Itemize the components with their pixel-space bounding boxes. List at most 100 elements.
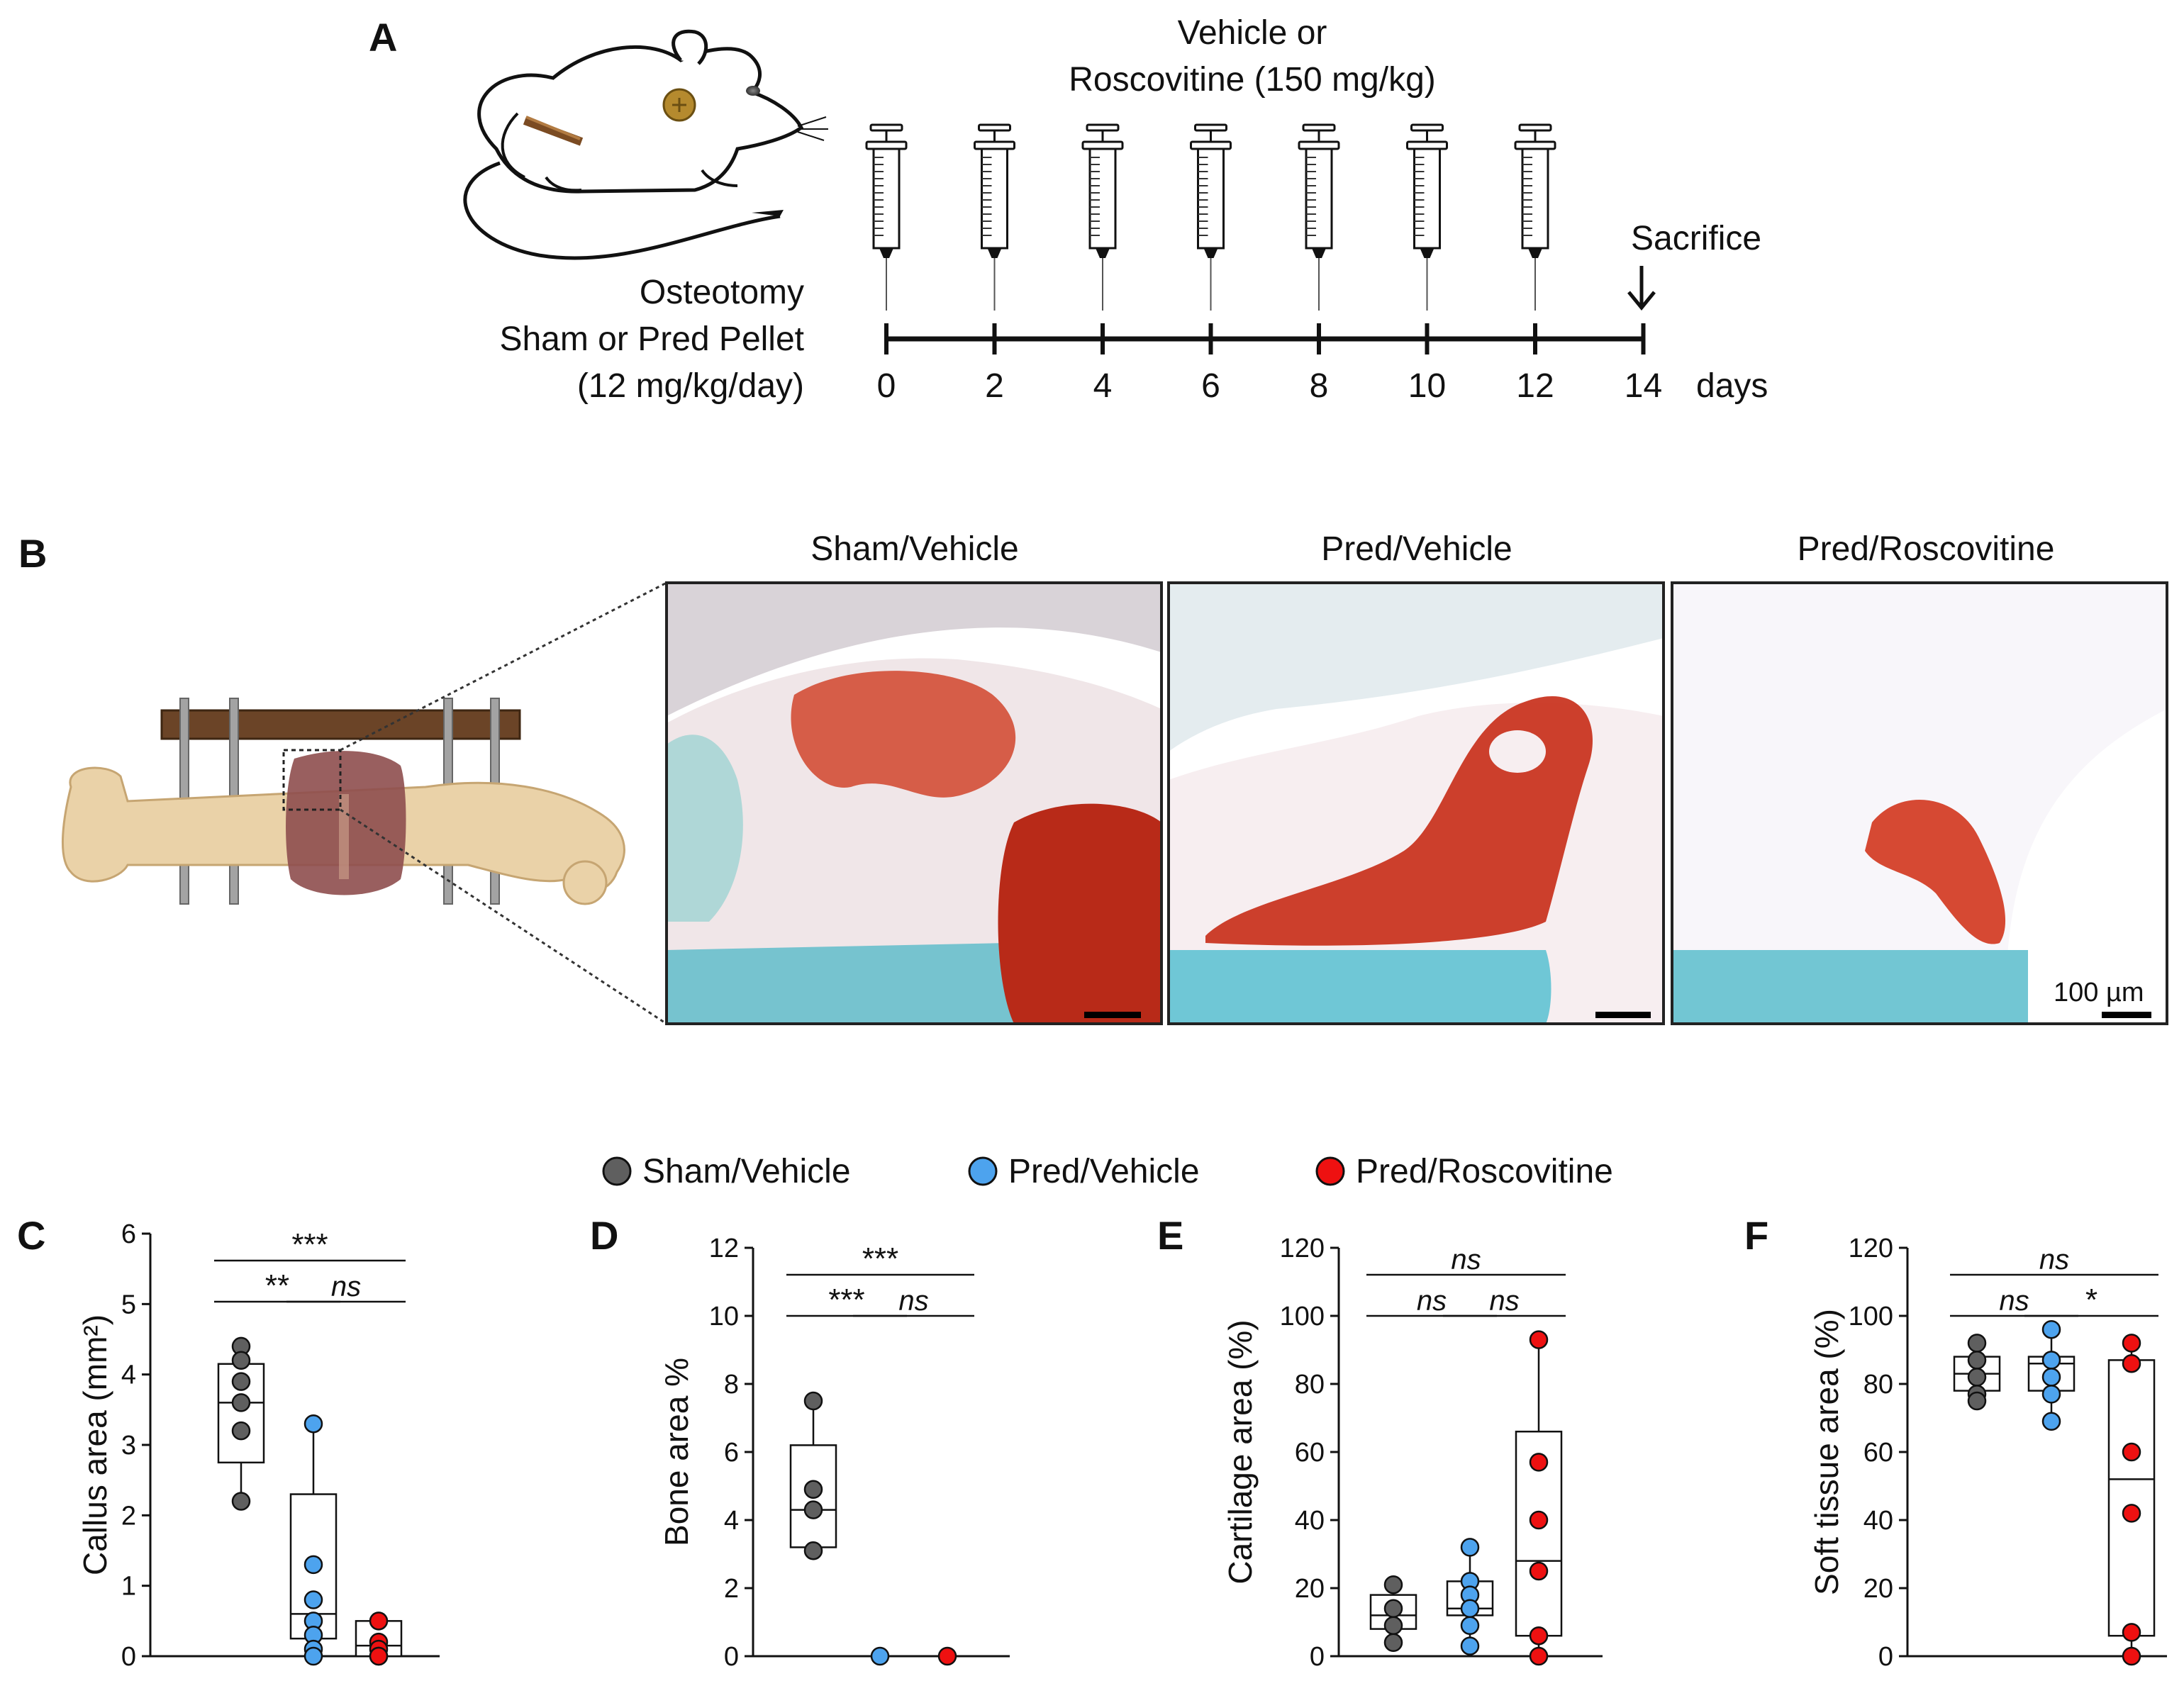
- panel-e-y-tick-label: 40: [1295, 1506, 1325, 1536]
- syringe-plunger-cap: [1302, 123, 1336, 132]
- legend-marker-pred-vehicle: [968, 1156, 998, 1186]
- panel-d-pred-vehicle-data-point: [870, 1646, 890, 1666]
- panel-c-sham-vehicle-data-point: [231, 1421, 251, 1441]
- timeline-day-label: 4: [1093, 367, 1113, 405]
- treatment-label-line1: Vehicle or: [1178, 14, 1327, 52]
- mouse-illustration: [463, 29, 828, 260]
- syringe-icon: [1514, 123, 1556, 311]
- legend: Sham/Vehicle Pred/Vehicle Pred/Roscoviti…: [602, 1153, 1613, 1190]
- panel-f-sham-vehicle-data-point: [1967, 1391, 1987, 1411]
- syringe-icon: [1190, 123, 1232, 311]
- panel-e-pred-roscovitine-data-point: [1529, 1330, 1549, 1349]
- syringe-icon: [1406, 123, 1448, 311]
- panel-d-sham-vehicle-box: [789, 1444, 837, 1548]
- panel-c-pred-roscovitine-data-point: [369, 1612, 389, 1631]
- panel-d-significance-label: ***: [862, 1241, 898, 1276]
- panel-e-pred-roscovitine-data-point: [1529, 1453, 1549, 1472]
- panel-f-y-tick-label: 20: [1863, 1574, 1893, 1604]
- panel-f-y-tick-label: 100: [1849, 1302, 1893, 1331]
- syringe-barrel: [981, 147, 1008, 250]
- panel-e-pred-roscovitine-data-point: [1529, 1646, 1549, 1666]
- left-label-line3: (12 mg/kg/day): [577, 367, 804, 405]
- panel-f-pred-vehicle-data-point: [2041, 1351, 2061, 1370]
- panel-e-sham-vehicle-data-point: [1383, 1616, 1403, 1636]
- panel-f-pred-roscovitine-box: [2107, 1359, 2156, 1637]
- panel-e-significance-label: ns: [1489, 1285, 1519, 1317]
- panel-d-pred-roscovitine-data-point: [937, 1646, 957, 1666]
- panel-c-sham-vehicle-data-point: [231, 1372, 251, 1391]
- panel-f-sham-vehicle-data-point: [1967, 1334, 1987, 1353]
- panel-f-significance-label: ns: [2039, 1244, 2069, 1275]
- panel-c-y-tick-label: 1: [121, 1572, 136, 1602]
- panel-c-y-tick-label: 0: [121, 1642, 136, 1672]
- panel-d-y-tick-label: 10: [709, 1302, 739, 1331]
- timeline-day-label: 6: [1201, 367, 1220, 405]
- panel-e-pred-roscovitine-data-point: [1529, 1626, 1549, 1646]
- syringe-plunger-cap: [1410, 123, 1444, 132]
- treatment-label-line2: Roscovitine (150 mg/kg): [1069, 61, 1436, 99]
- syringe-barrel: [1305, 147, 1333, 250]
- panel-c-pred-vehicle-data-point: [303, 1646, 323, 1666]
- panel-c-sham-vehicle-data-point: [231, 1393, 251, 1412]
- panel-e-pred-roscovitine-data-point: [1529, 1510, 1549, 1530]
- panel-c-pred-vehicle-data-point: [303, 1414, 323, 1434]
- panel-f-pred-vehicle-data-point: [2041, 1319, 2061, 1339]
- panel-d-sham-vehicle-data-point: [803, 1480, 823, 1500]
- syringe-tip: [1203, 248, 1218, 258]
- panel-c-significance-label: ns: [331, 1271, 361, 1302]
- panel-f-sham-vehicle-data-point: [1967, 1351, 1987, 1370]
- panel-c-y-tick-label: 2: [121, 1501, 136, 1531]
- panel-c-pred-vehicle-data-point: [303, 1555, 323, 1575]
- micrograph-pred-vehicle: [1167, 581, 1665, 1025]
- panel-e-pred-vehicle-data-point: [1460, 1616, 1480, 1636]
- panel-e-y-tick-label: 80: [1295, 1370, 1325, 1400]
- panel-d-y-tick-label: 2: [724, 1574, 739, 1604]
- panel-b: B: [18, 530, 2168, 1025]
- panel-f-pred-vehicle-data-point: [2041, 1368, 2061, 1387]
- panel-d-y-tick-label: 6: [724, 1438, 739, 1468]
- legend-label-pred-vehicle: Pred/Vehicle: [1008, 1153, 1200, 1190]
- panel-d-significance-label: ns: [898, 1285, 928, 1317]
- panel-d-sham-vehicle-data-point: [803, 1541, 823, 1560]
- panel-f-letter: F: [1744, 1213, 1768, 1258]
- panel-f-sham-vehicle-data-point: [1967, 1368, 1987, 1387]
- syringe-tip: [987, 248, 1002, 258]
- panel-c-significance-label: ***: [291, 1227, 328, 1262]
- legend-marker-pred-roscovitine: [1315, 1156, 1345, 1186]
- syringe-icon: [1081, 123, 1124, 311]
- panel-f-pred-roscovitine-data-point: [2122, 1623, 2141, 1642]
- panel-b-letter: B: [18, 531, 47, 576]
- panel-e-y-tick-label: 120: [1280, 1234, 1325, 1263]
- syringe-tip: [1096, 248, 1110, 258]
- panel-e-letter: E: [1157, 1213, 1183, 1258]
- panel-e-significance-label: ns: [1417, 1285, 1447, 1317]
- syringe-tip: [1312, 248, 1326, 258]
- syringe-barrel: [1521, 147, 1549, 250]
- panel-c-sham-vehicle-data-point: [231, 1492, 251, 1511]
- syringe-icon: [974, 123, 1015, 311]
- panel-f-y-tick-label: 0: [1878, 1642, 1893, 1672]
- syringe-plunger-cap: [1518, 123, 1552, 132]
- timeline-day-label: 14: [1625, 367, 1662, 405]
- syringe-plunger-cap: [978, 123, 1011, 132]
- panel-d-y-tick-label: 4: [724, 1506, 739, 1536]
- days-label: days: [1696, 367, 1768, 405]
- panel-e-pred-vehicle-data-point: [1460, 1538, 1480, 1557]
- panel-e-y-tick-label: 0: [1310, 1642, 1325, 1672]
- panel-c-y-tick-label: 5: [121, 1290, 136, 1319]
- panel-e-sham-vehicle-data-point: [1383, 1599, 1403, 1619]
- panel-d-y-axis-title: Bone area %: [658, 1358, 695, 1546]
- panel-c-sham-vehicle-data-point: [231, 1351, 251, 1370]
- panel-c-y-tick-label: 3: [121, 1431, 136, 1461]
- micrograph-pred-roscovitine: [1671, 581, 2168, 1025]
- panel-f-y-tick-label: 120: [1849, 1234, 1893, 1263]
- panel-f-pred-roscovitine-data-point: [2122, 1334, 2141, 1353]
- panel-f-y-axis-title: Soft tissue area (%): [1808, 1309, 1845, 1595]
- syringe-icon: [1298, 123, 1340, 311]
- panel-d-sham-vehicle-data-point: [803, 1391, 823, 1411]
